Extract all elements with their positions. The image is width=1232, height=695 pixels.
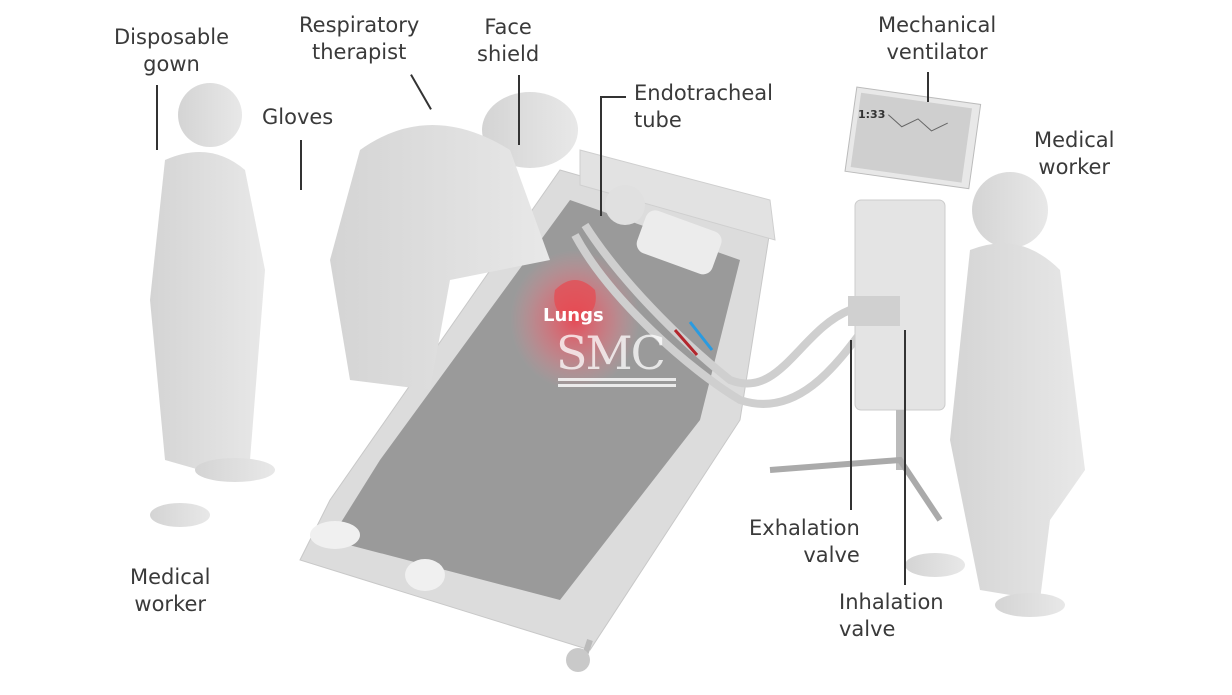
leader-disposable-gown [156, 85, 158, 150]
smc-watermark: SMC [556, 326, 666, 380]
ventilator-screen-time: 1:33 [858, 108, 885, 121]
leader-inhalation-valve [904, 330, 906, 585]
inhale-flow-arrow [688, 321, 714, 351]
leader-endotracheal-v [600, 96, 602, 216]
watermark-underline [558, 378, 676, 381]
watermark-underline [558, 384, 676, 387]
leader-face-shield [518, 75, 520, 145]
breathing-tubes [571, 222, 874, 408]
mechanical-ventilator: 1:33 [769, 86, 982, 522]
medical-worker-right [905, 172, 1085, 617]
respiratory-therapist [330, 92, 578, 390]
label-gloves: Gloves [262, 105, 334, 129]
hospital-bed [299, 149, 776, 672]
medical-worker-left [150, 83, 275, 527]
leader-endotracheal-h [600, 96, 626, 98]
leader-gloves [300, 140, 302, 190]
exhale-flow-arrow [673, 329, 699, 356]
leader-exhalation-valve [850, 340, 852, 510]
label-lungs: Lungs [543, 305, 604, 326]
lungs-icon [554, 280, 596, 320]
leader-mechanical-ventilator [927, 72, 929, 102]
